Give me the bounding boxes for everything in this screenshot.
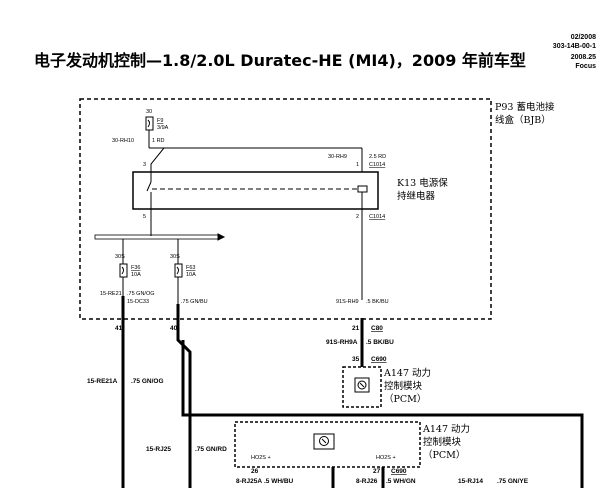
fuse-f9-element (147, 119, 150, 128)
fuse-f36-pin: 30S (115, 254, 125, 260)
bus-bar (94, 234, 219, 240)
wire-re21: 15-RE21 (100, 291, 122, 297)
fuse-f36-rating: 10A (131, 272, 141, 278)
wire-rj25a-color: .5 WH/BU (264, 478, 294, 485)
fuse-f9-id: F9 (157, 118, 163, 124)
pin-40: 40 (170, 325, 178, 332)
relay-pin-1: 1 (356, 162, 359, 168)
header-code: 303-14B-00-1 (552, 43, 596, 50)
connector-c1014-top: C1014 (369, 162, 385, 168)
relay-pin-5: 5 (143, 214, 146, 220)
wire-dc33-color: .75 GN/BU (181, 299, 208, 305)
relay-coil-icon (357, 185, 368, 193)
relay-switch-icon (146, 181, 152, 192)
pcm-large-label-2: 控制模块 (423, 436, 462, 448)
pcm-large-label-3: （PCM） (423, 449, 465, 461)
fuse-f9-pin: 30 (146, 109, 152, 115)
bjb-label: P93 蓄电池接 (495, 101, 555, 113)
wire-re21a: 15-RE21A (87, 378, 118, 385)
wire-rj14: 15-RJ14 (458, 478, 483, 485)
bjb-enclosure (79, 98, 492, 320)
wire-rj26-color: .5 WH/GN (386, 478, 416, 485)
wire-rh10: 30-RH10 (112, 138, 134, 144)
header-version: 2008.25 (570, 54, 596, 61)
wire-91s-rh9a-color: .5 BK/BU (366, 339, 394, 346)
pcm-small-label-3: （PCM） (384, 393, 426, 405)
fuse-f63-pin: 30S (170, 254, 180, 260)
pcm-large-icon (313, 433, 335, 450)
header-date: 02/2008 (570, 34, 596, 41)
relay-k13-box (132, 171, 379, 210)
fuse-f9-rating: 3/9A (157, 125, 169, 131)
wire-91s-color: .5 BK/BU (366, 299, 389, 305)
fuse-f36-id: F36 (131, 265, 140, 271)
wire-rj25a: 8-RJ25A (236, 478, 262, 485)
fuse-f63-id: F63 (186, 265, 195, 271)
fuse-f63-rating: 10A (186, 272, 196, 278)
header-model: Focus (575, 63, 596, 70)
ho2s-left: HO2S + (251, 455, 271, 461)
bus-bar-arrow-icon (217, 233, 226, 241)
bjb-label-2: 线盒（BJB） (495, 114, 551, 126)
wire-rj25-color: .75 GN/RD (195, 446, 227, 453)
pin-41: 41 (115, 325, 123, 332)
wire-re21-color: .75 GN/OG (127, 291, 155, 297)
wire-rh10-color: 1 RD (152, 138, 165, 144)
wire-rj25: 15-RJ25 (146, 446, 171, 453)
pcm-small-box (342, 366, 382, 408)
ho2s-right: HO2S + (376, 455, 396, 461)
wire-rh9-color: 2.5 RD (369, 154, 386, 160)
pcm-small-label-2: 控制模块 (384, 380, 423, 392)
relay-pin-3: 3 (143, 162, 146, 168)
pcm-small-label: A147 动力 (383, 367, 431, 379)
wire-91s-rh9a: 91S-RH9A (326, 339, 358, 346)
relay-label: K13 电源保 (397, 177, 448, 189)
wire-rj14-color: .75 GN/YE (497, 478, 529, 485)
pcm-small-icon (354, 377, 370, 393)
connector-c80: C80 (371, 325, 383, 332)
connector-c690-a: C690 (371, 356, 387, 363)
pin-26: 26 (251, 468, 259, 475)
pcm-large-label: A147 动力 (422, 423, 470, 435)
connector-c690-b: C690 (391, 468, 407, 475)
wire-re21a-color: .75 GN/OG (131, 378, 164, 385)
wire-rj26: 8-RJ26 (356, 478, 378, 485)
pin-35: 35 (352, 356, 360, 363)
relay-pin-2: 2 (356, 214, 359, 220)
connector-c1014-bottom: C1014 (369, 214, 385, 220)
wire-91s: 91S-RH9 (336, 299, 359, 305)
page-title: 电子发动机控制—1.8/2.0L Duratec-HE (MI4)，2009 年… (34, 51, 526, 70)
pin-21: 21 (352, 325, 360, 332)
pcm-large-box (234, 421, 421, 468)
pin-27: 27 (373, 468, 381, 475)
wire-dc33: 15-DC33 (127, 299, 149, 305)
wire-rh9: 30-RH9 (328, 154, 347, 160)
relay-label-2: 持继电器 (397, 190, 436, 202)
